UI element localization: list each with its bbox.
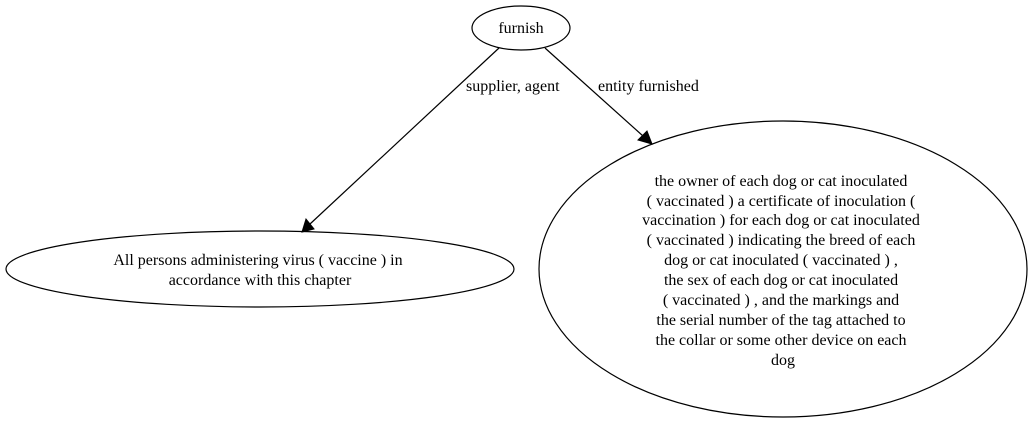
node-entity-furnished-line: the serial number of the tag attached to (656, 312, 905, 329)
node-entity-furnished-shape (538, 120, 1028, 418)
node-furnish-shape (471, 5, 571, 51)
node-entity-furnished-line: dog or cat inoculated ( vaccinated ) , (664, 252, 898, 269)
node-supplier[interactable]: All persons administering virus ( vaccin… (5, 230, 515, 308)
edge-entity-furnished: entity furnished (544, 47, 699, 145)
node-supplier-shape (5, 230, 515, 308)
node-supplier-line: accordance with this chapter (169, 272, 352, 289)
node-entity-furnished-line: the owner of each dog or cat inoculated (655, 173, 908, 190)
node-entity-furnished-line: ( vaccinated ) indicating the breed of e… (647, 232, 916, 249)
node-entity-furnished-line: the sex of each dog or cat inoculated (664, 272, 898, 289)
edge-supplier-agent-label: supplier, agent (466, 78, 560, 95)
node-entity-furnished-line: vaccination ) for each dog or cat inocul… (642, 212, 920, 229)
node-entity-furnished[interactable]: the owner of each dog or cat inoculated … (538, 120, 1028, 418)
node-supplier-label: All persons administering virus ( vaccin… (113, 252, 406, 289)
edge-supplier-agent-arrowhead (301, 217, 315, 233)
edge-supplier-agent-line (309, 47, 500, 225)
edge-entity-furnished-label: entity furnished (598, 78, 699, 95)
node-entity-furnished-line: the collar or some other device on each (656, 332, 907, 349)
node-entity-furnished-line: ( vaccinated ) , and the markings and (663, 292, 899, 309)
node-entity-furnished-line: ( vaccinated ) a certificate of inoculat… (647, 193, 916, 210)
edge-entity-furnished-line (544, 47, 644, 137)
node-supplier-line: All persons administering virus ( vaccin… (113, 252, 402, 269)
node-entity-furnished-line: dog (771, 352, 795, 369)
node-furnish[interactable]: furnish (471, 5, 571, 51)
edge-supplier-agent: supplier, agent (301, 47, 560, 233)
node-entity-furnished-label: the owner of each dog or cat inoculated … (642, 173, 924, 369)
node-furnish-label: furnish (498, 20, 543, 37)
edge-entity-furnished-arrowhead (637, 130, 653, 145)
